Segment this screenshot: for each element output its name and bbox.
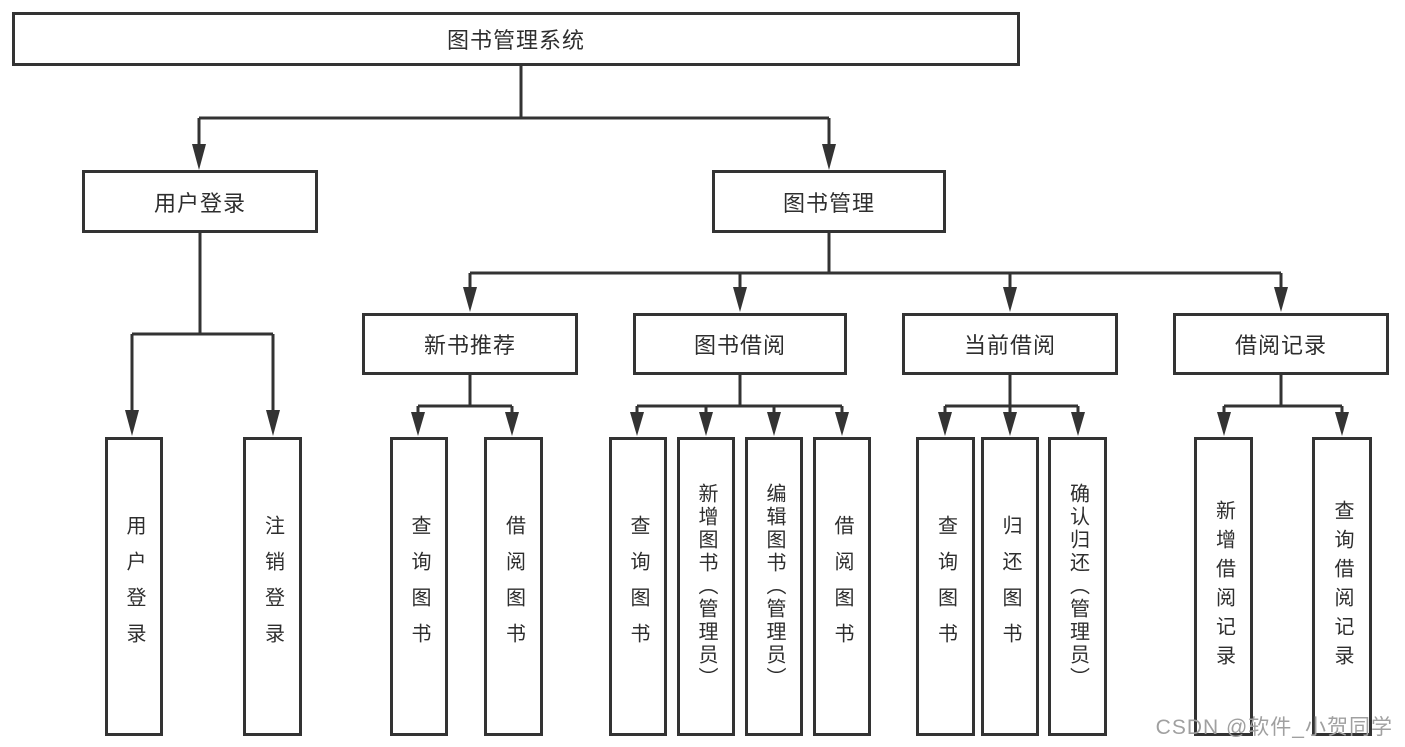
leaf-add-books-admin-label: 新增图书（管理员）: [695, 483, 717, 690]
leaf-add-books-admin: 新增图书（管理员）: [677, 437, 735, 736]
node-book-borrow-label: 图书借阅: [693, 333, 786, 358]
node-new-books: 新书推荐: [362, 313, 578, 375]
leaf-user-login: 用户登录: [105, 437, 163, 736]
leaf-borrow-books-2: 借阅图书: [813, 437, 871, 736]
leaf-user-login-label: 用户登录: [123, 514, 145, 659]
node-user-login-label: 用户登录: [153, 190, 246, 216]
leaf-query-borrow-record-label: 查询借阅记录: [1331, 499, 1353, 674]
leaf-query-books-1-label: 查询图书: [408, 514, 430, 659]
node-book-management: 图书管理: [712, 170, 946, 233]
node-root-label: 图书管理系统: [446, 28, 585, 53]
node-borrow-records: 借阅记录: [1173, 313, 1389, 375]
leaf-query-books-3-label: 查询图书: [934, 514, 957, 659]
node-current-borrow: 当前借阅: [902, 313, 1118, 375]
leaf-query-books-1: 查询图书: [390, 437, 448, 736]
node-current-borrow-label: 当前借阅: [963, 333, 1056, 358]
node-book-management-label: 图书管理: [782, 190, 875, 216]
leaf-borrow-books-1: 借阅图书: [484, 437, 543, 736]
leaf-borrow-books-1-label: 借阅图书: [502, 514, 525, 659]
node-borrow-records-label: 借阅记录: [1234, 333, 1327, 358]
leaf-confirm-return-admin: 确认归还（管理员）: [1048, 437, 1107, 736]
node-root: 图书管理系统: [12, 12, 1020, 66]
leaf-confirm-return-admin-label: 确认归还（管理员）: [1066, 483, 1089, 690]
leaf-return-books: 归还图书: [981, 437, 1039, 736]
leaf-edit-books-admin: 编辑图书（管理员）: [745, 437, 803, 736]
node-user-login: 用户登录: [82, 170, 318, 233]
leaf-add-borrow-record-label: 新增借阅记录: [1212, 499, 1235, 674]
leaf-logout-label: 注销登录: [261, 514, 284, 659]
watermark-text: CSDN @软件_小贺同学: [1155, 716, 1393, 739]
node-book-borrow: 图书借阅: [633, 313, 847, 375]
leaf-return-books-label: 归还图书: [999, 514, 1021, 659]
leaf-borrow-books-2-label: 借阅图书: [831, 514, 853, 659]
leaf-logout: 注销登录: [243, 437, 302, 736]
leaf-query-books-2: 查询图书: [609, 437, 667, 736]
leaf-add-borrow-record: 新增借阅记录: [1194, 437, 1253, 736]
leaf-query-books-2-label: 查询图书: [627, 514, 649, 659]
node-new-books-label: 新书推荐: [423, 333, 516, 358]
leaf-query-books-3: 查询图书: [916, 437, 975, 736]
leaf-query-borrow-record: 查询借阅记录: [1312, 437, 1372, 736]
leaf-edit-books-admin-label: 编辑图书（管理员）: [763, 483, 785, 690]
